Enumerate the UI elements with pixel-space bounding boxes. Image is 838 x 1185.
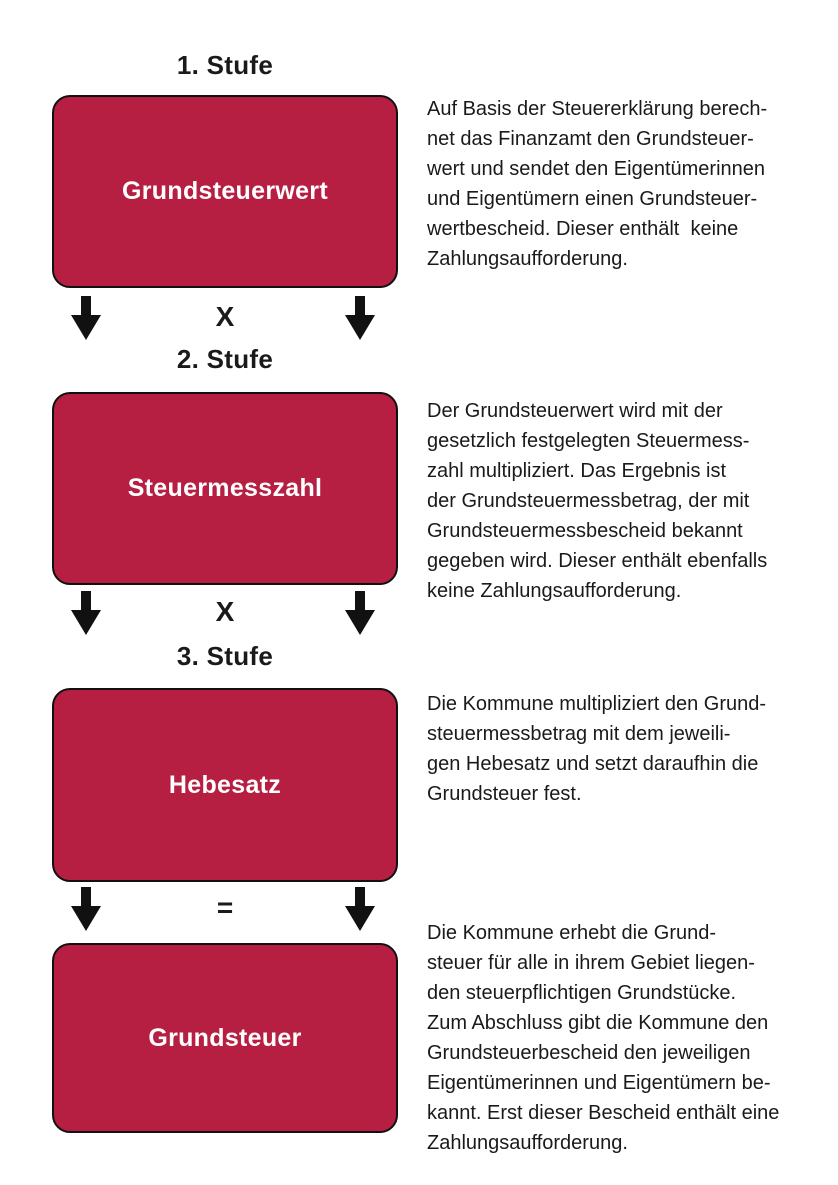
stage-1-box: Grundsteuerwert — [52, 95, 398, 288]
stage-1-description: Auf Basis der Steuererklärung berech- ne… — [427, 98, 768, 270]
multiply-operator: X — [215, 301, 235, 332]
stage-2-box: Steuermesszahl — [52, 392, 398, 585]
stage-3-description: Die Kommune multipliziert den Grund- ste… — [427, 693, 767, 805]
arrow-down-icon — [68, 887, 104, 931]
multiply-operator: X — [215, 596, 235, 627]
stage-2-label: 2. Stufe — [176, 344, 274, 374]
arrow-down-icon — [68, 591, 104, 635]
equals-operator: = — [216, 892, 234, 923]
stage-4-box-label: Grundsteuer — [148, 1023, 302, 1052]
stage-4-description: Die Kommune erhebt die Grund- steuer für… — [427, 922, 780, 1154]
stage-2-box-label: Steuermesszahl — [127, 474, 323, 502]
stage-2-description: Der Grundsteuerwert wird mit der gesetzl… — [427, 400, 768, 602]
arrow-down-icon — [68, 296, 104, 340]
arrow-down-icon — [342, 296, 378, 340]
arrow-down-icon — [342, 591, 378, 635]
stage-3-box-label: Hebesatz — [168, 770, 282, 799]
arrow-down-icon — [342, 887, 378, 931]
stage-3-box: Hebesatz — [52, 688, 398, 882]
stage-3-label: 3. Stufe — [176, 641, 274, 671]
stage-1-box-label: Grundsteuerwert — [122, 177, 328, 205]
stage-1-label: 1. Stufe — [176, 50, 274, 80]
stage-4-box: Grundsteuer — [52, 943, 398, 1133]
